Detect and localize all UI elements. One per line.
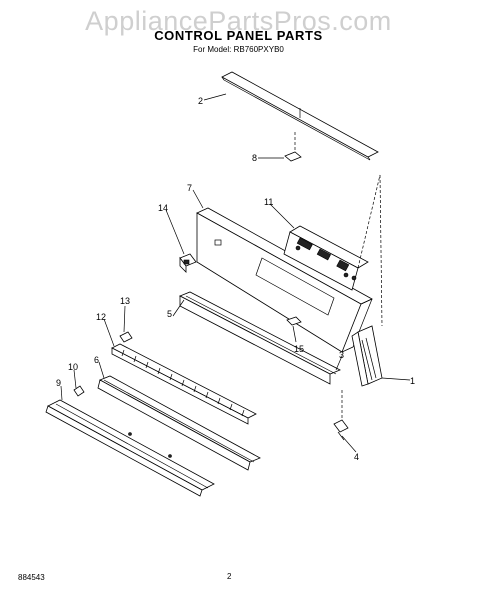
callout-5: 5 — [167, 309, 172, 319]
part-13-clip — [119, 331, 133, 343]
callout-9: 9 — [56, 378, 61, 388]
part-14-knob — [179, 253, 197, 273]
callout-13: 13 — [120, 296, 130, 306]
part-8-clip — [284, 132, 302, 162]
page-title: CONTROL PANEL PARTS — [154, 28, 323, 43]
model-line: For Model: RB760PXYB0 — [193, 45, 284, 54]
page-number: 2 — [227, 572, 232, 581]
part-7-control-panel — [196, 207, 373, 353]
part-12-vent-grille — [111, 343, 257, 425]
callout-4: 4 — [354, 452, 359, 462]
part-9-base-panel — [45, 399, 215, 497]
callout-7: 7 — [187, 183, 192, 193]
callout-12: 12 — [96, 312, 106, 322]
callout-8: 8 — [252, 153, 257, 163]
callout-1: 1 — [410, 376, 415, 386]
diagram-code: 884543 — [18, 573, 45, 582]
callout-10: 10 — [68, 362, 78, 372]
callout-11: 11 — [264, 197, 273, 207]
leader-lines — [60, 93, 411, 453]
part-11-control-board — [283, 174, 381, 291]
callout-15: 15 — [294, 344, 304, 354]
callout-6: 6 — [94, 355, 99, 365]
callout-3: 3 — [339, 350, 344, 360]
watermark-text: AppliancePartsPros.com — [85, 6, 392, 36]
part-10-bracket — [73, 385, 85, 397]
callout-14: 14 — [158, 203, 168, 213]
callout-labels: 2 8 7 11 14 13 12 5 15 3 1 6 10 9 4 — [56, 96, 415, 462]
part-1-side-bracket — [351, 174, 383, 387]
callout-2: 2 — [198, 96, 203, 106]
part-6-lower-trim — [97, 375, 261, 471]
part-5-trim-channel — [179, 291, 341, 385]
part-2-top-trim — [221, 71, 379, 161]
part-15-spacer — [286, 316, 302, 326]
part-4-clip — [333, 390, 349, 441]
